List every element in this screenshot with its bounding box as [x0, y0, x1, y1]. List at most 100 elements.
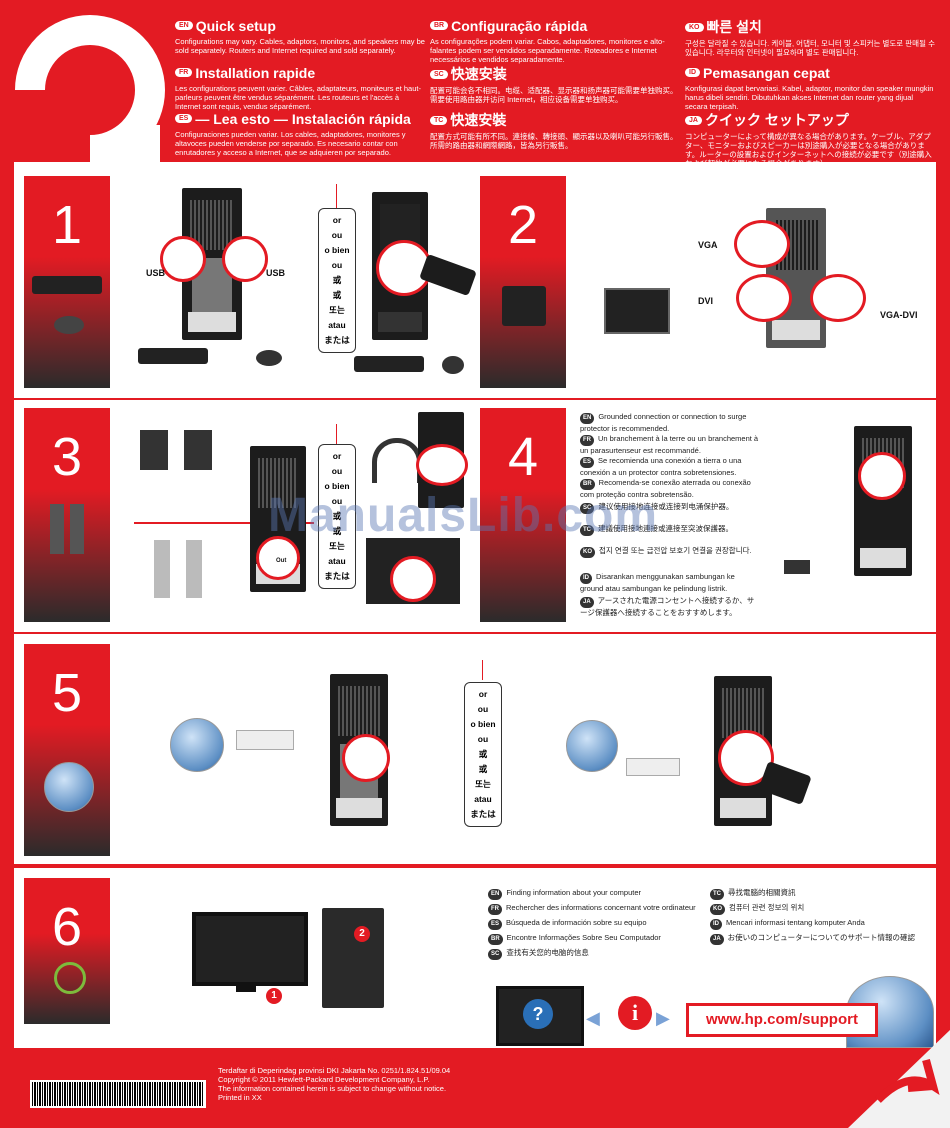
or-word: ou	[477, 704, 489, 714]
lang-tag: SC	[430, 69, 448, 79]
lang-tag: FR	[488, 904, 502, 915]
note-row: FR Rechercher des informations concernant…	[488, 903, 698, 915]
step-2-tab: 2	[480, 176, 566, 388]
wireless-mouse-icon	[442, 356, 464, 374]
speaker-icon	[186, 540, 202, 598]
or-box: or ou o bien ou 或 或 또는 atau または	[464, 682, 502, 827]
panel-steps-3-4: 3 Out or ou o bien ou 或 或 또는 atau または 4 …	[14, 400, 936, 632]
lang-body: Configurations may vary. Cables, adaptor…	[175, 37, 425, 55]
support-url-link[interactable]: www.hp.com/support	[686, 1003, 878, 1037]
note-text: 접지 연결 또는 급전압 보호기 연결을 권장합니다.	[599, 546, 752, 555]
step-5-tab: 5	[24, 644, 110, 856]
or-word: ou	[331, 230, 343, 240]
or-word: or	[332, 215, 342, 225]
help-icon: ?	[523, 999, 553, 1029]
lang-tag: JA	[685, 115, 702, 125]
note-text: 컴퓨터 관련 정보의 위치	[729, 903, 805, 912]
usb-label: USB	[146, 268, 166, 278]
or-box: or ou o bien ou 或 或 또는 atau または	[318, 208, 356, 353]
lang-tag: FR	[580, 435, 594, 446]
lang-title: Quick setup	[195, 17, 276, 34]
note-text: Grounded connection or connection to sur…	[580, 412, 747, 433]
globe-icon	[44, 762, 94, 812]
lang-title: クイック セットアップ	[704, 112, 849, 128]
or-word: 또는	[475, 779, 491, 789]
monitor-icon	[502, 286, 546, 326]
or-word: 或	[332, 275, 342, 285]
barcode	[30, 1080, 206, 1108]
lang-tag: TC	[580, 525, 594, 536]
monitor-help-icon: ?	[496, 986, 584, 1046]
lang-title: 빠른 설치	[706, 19, 762, 35]
lang-tag: SC	[488, 949, 503, 960]
lang-tag: TC	[710, 889, 724, 900]
monitor-stand	[236, 982, 256, 992]
or-word: 또는	[329, 305, 345, 315]
lang-tag: JA	[710, 934, 724, 945]
step-4-tab: 4	[480, 408, 566, 622]
note-text: お使いのコンピューターについてのサポート情報の確認	[727, 933, 915, 942]
panel-steps-1-2: 1 USB USB or ou o bien ou 或 或 또는 atau また…	[14, 162, 936, 398]
globe-icon	[566, 720, 618, 772]
or-word: 或	[332, 290, 342, 300]
or-word: atau	[328, 320, 346, 330]
or-word: 或	[478, 764, 488, 774]
lang-tag: ID	[710, 919, 722, 930]
hp-compaq-logo	[15, 15, 166, 165]
wireless-keyboard-icon	[354, 356, 424, 372]
step-number: 5	[51, 663, 83, 723]
vga-dvi-label: VGA-DVI	[880, 310, 918, 320]
note-text: Rechercher des informations concernant v…	[506, 903, 696, 912]
or-word: または	[324, 335, 350, 345]
headphone-port-callout	[416, 444, 468, 486]
lang-tag: ES	[175, 114, 193, 124]
keyboard-icon	[138, 348, 208, 364]
lang-tag: JA	[580, 597, 594, 608]
speaker-icon	[140, 430, 168, 470]
lang-tag: FR	[175, 68, 193, 78]
usb-label: USB	[266, 268, 286, 278]
lang-tag: BR	[580, 479, 595, 490]
step-number: 2	[507, 195, 539, 255]
step-3-tab: 3	[24, 408, 110, 622]
lang-title: Pemasangan cepat	[703, 64, 830, 81]
footer-line: Copyright © 2011 Hewlett-Packard Develop…	[218, 1075, 430, 1084]
page-curl-icon	[848, 1030, 950, 1128]
lang-title: — Lea esto — Instalación rápida	[195, 110, 411, 127]
or-word: ou	[331, 466, 343, 476]
lang-tag: ID	[685, 68, 700, 78]
or-word: ou	[477, 734, 489, 744]
or-word: ou	[331, 496, 343, 506]
monitor-icon	[192, 912, 308, 986]
step-6-tab: 6	[24, 878, 110, 1024]
or-word: 或	[332, 511, 342, 521]
lang-title: 快速安装	[450, 66, 507, 82]
divider-line	[336, 184, 337, 208]
panel-step-5: 5 or ou o bien ou 或 或 또는 atau または	[14, 634, 936, 864]
vga-port-callout	[734, 220, 790, 268]
vga-label: VGA	[698, 240, 718, 250]
step-number: 1	[51, 195, 83, 255]
note-text: Encontre Informações Sobre Seu Computado…	[506, 933, 661, 942]
note-text: Un branchement à la terre ou un branchem…	[580, 434, 759, 455]
step-number: 4	[507, 427, 539, 487]
network-port-callout	[342, 734, 390, 782]
lang-tag: BR	[488, 934, 503, 945]
divider-line	[482, 660, 483, 680]
footer-line: The information contained herein is subj…	[218, 1084, 447, 1093]
lang-tag: KO	[710, 904, 725, 915]
